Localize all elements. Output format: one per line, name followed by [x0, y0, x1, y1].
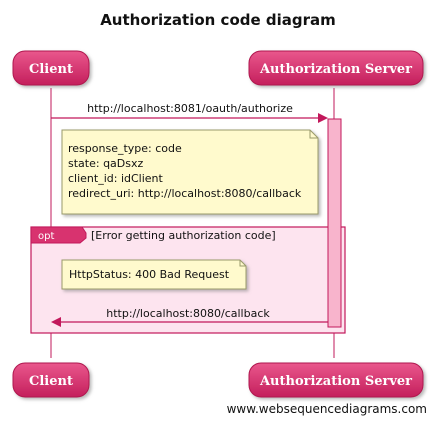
opt-tag-label: opt: [38, 231, 54, 242]
opt-condition: [Error getting authorization code]: [91, 229, 276, 242]
client-actor-bottom-label: Client: [29, 374, 73, 389]
note-line-response-type: response_type: code: [68, 142, 182, 155]
client-actor-bottom: [12, 362, 90, 398]
server-actor-bottom-label: Authorization Server: [259, 374, 412, 389]
opt-tag: [30, 226, 87, 244]
callback-arrow-head: [51, 317, 61, 327]
authorize-message-label: http://localhost:8081/oauth/authorize: [87, 102, 293, 115]
server-actor-top-label: Authorization Server: [259, 62, 412, 77]
authorize-arrow-head: [318, 113, 328, 123]
client-actor-top: [12, 50, 90, 86]
diagram-title: Authorization code diagram: [100, 11, 336, 29]
footer-watermark: www.websequencediagrams.com: [227, 402, 427, 416]
callback-message-label: http://localhost:8080/callback: [106, 307, 270, 320]
note-line-redirect-uri: redirect_uri: http://localhost:8080/call…: [68, 187, 302, 200]
server-activation: [327, 118, 342, 328]
note-line-state: state: qaDsxz: [68, 157, 144, 170]
error-note-text: HttpStatus: 400 Bad Request: [69, 268, 230, 281]
server-actor-bottom: [248, 362, 424, 398]
client-actor-top-label: Client: [29, 62, 73, 77]
request-note: [61, 129, 319, 215]
error-note: [61, 259, 247, 290]
note-line-client-id: client_id: idClient: [68, 172, 164, 185]
server-actor-top: [248, 50, 424, 86]
